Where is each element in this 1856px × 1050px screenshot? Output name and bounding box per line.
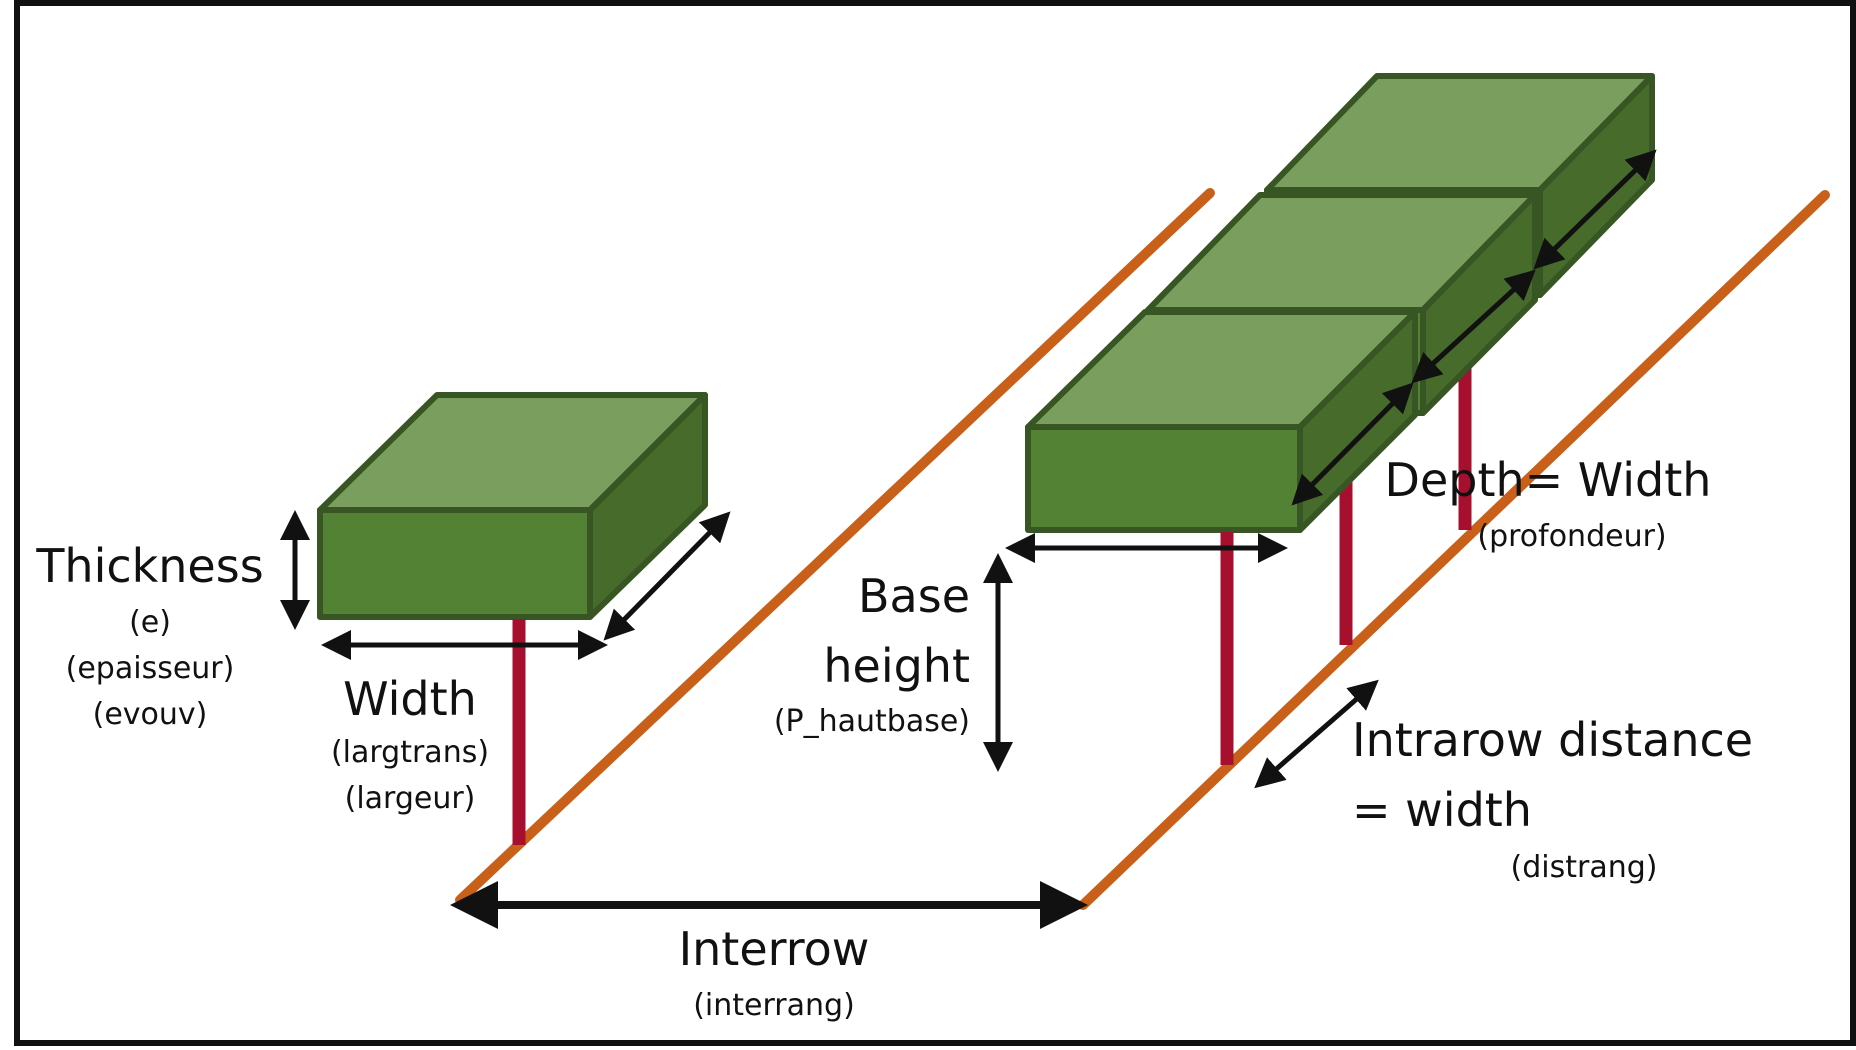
depth-fr: (profondeur) [1477, 519, 1666, 554]
intrarow-arrow [1254, 679, 1379, 789]
hedgerow-front-face [1025, 424, 1303, 533]
thickness-symbol: (e) [129, 605, 171, 640]
base-height-line2: height [823, 639, 970, 693]
depth-arrow-1 [1291, 382, 1414, 506]
base-height-line1: Base [858, 569, 970, 623]
intrarow-label: Intrarow distance = width (distrang) [1352, 713, 1753, 885]
row-line-right [1078, 190, 1830, 910]
intrarow-param: (distrang) [1511, 850, 1658, 885]
intrarow-line1: Intrarow distance [1352, 713, 1753, 767]
base-height-param: (P_hautbase) [774, 704, 970, 739]
width-title: Width [343, 672, 477, 726]
box-front-face [317, 507, 593, 620]
intrarow-line2: = width [1352, 783, 1532, 837]
base-height-label: Base height (P_hautbase) [774, 569, 970, 739]
width-label: Width (largtrans) (largeur) [331, 672, 489, 816]
single-canopy-box [317, 392, 708, 620]
width-param: (largtrans) [331, 735, 489, 770]
thickness-title: Thickness [35, 539, 263, 593]
row-line-left [455, 188, 1215, 905]
single-depth-arrow [603, 511, 731, 641]
dimension-arrows [280, 149, 1657, 929]
interrow-label: Interrow (interrang) [679, 922, 870, 1023]
thickness-label: Thickness (e) (epaisseur) (evouv) [35, 539, 263, 732]
depth-title: Depth= Width [1385, 453, 1712, 507]
depth-arrow-3 [1533, 149, 1657, 270]
depth-label: Depth= Width (profondeur) [1385, 453, 1712, 554]
width-fr: (largeur) [345, 781, 476, 816]
interrow-fr: (interrang) [693, 988, 855, 1023]
interrow-title: Interrow [679, 922, 870, 976]
thickness-param: (evouv) [93, 697, 208, 732]
depth-arrow-2 [1411, 269, 1536, 384]
thickness-fr: (epaisseur) [66, 651, 235, 686]
